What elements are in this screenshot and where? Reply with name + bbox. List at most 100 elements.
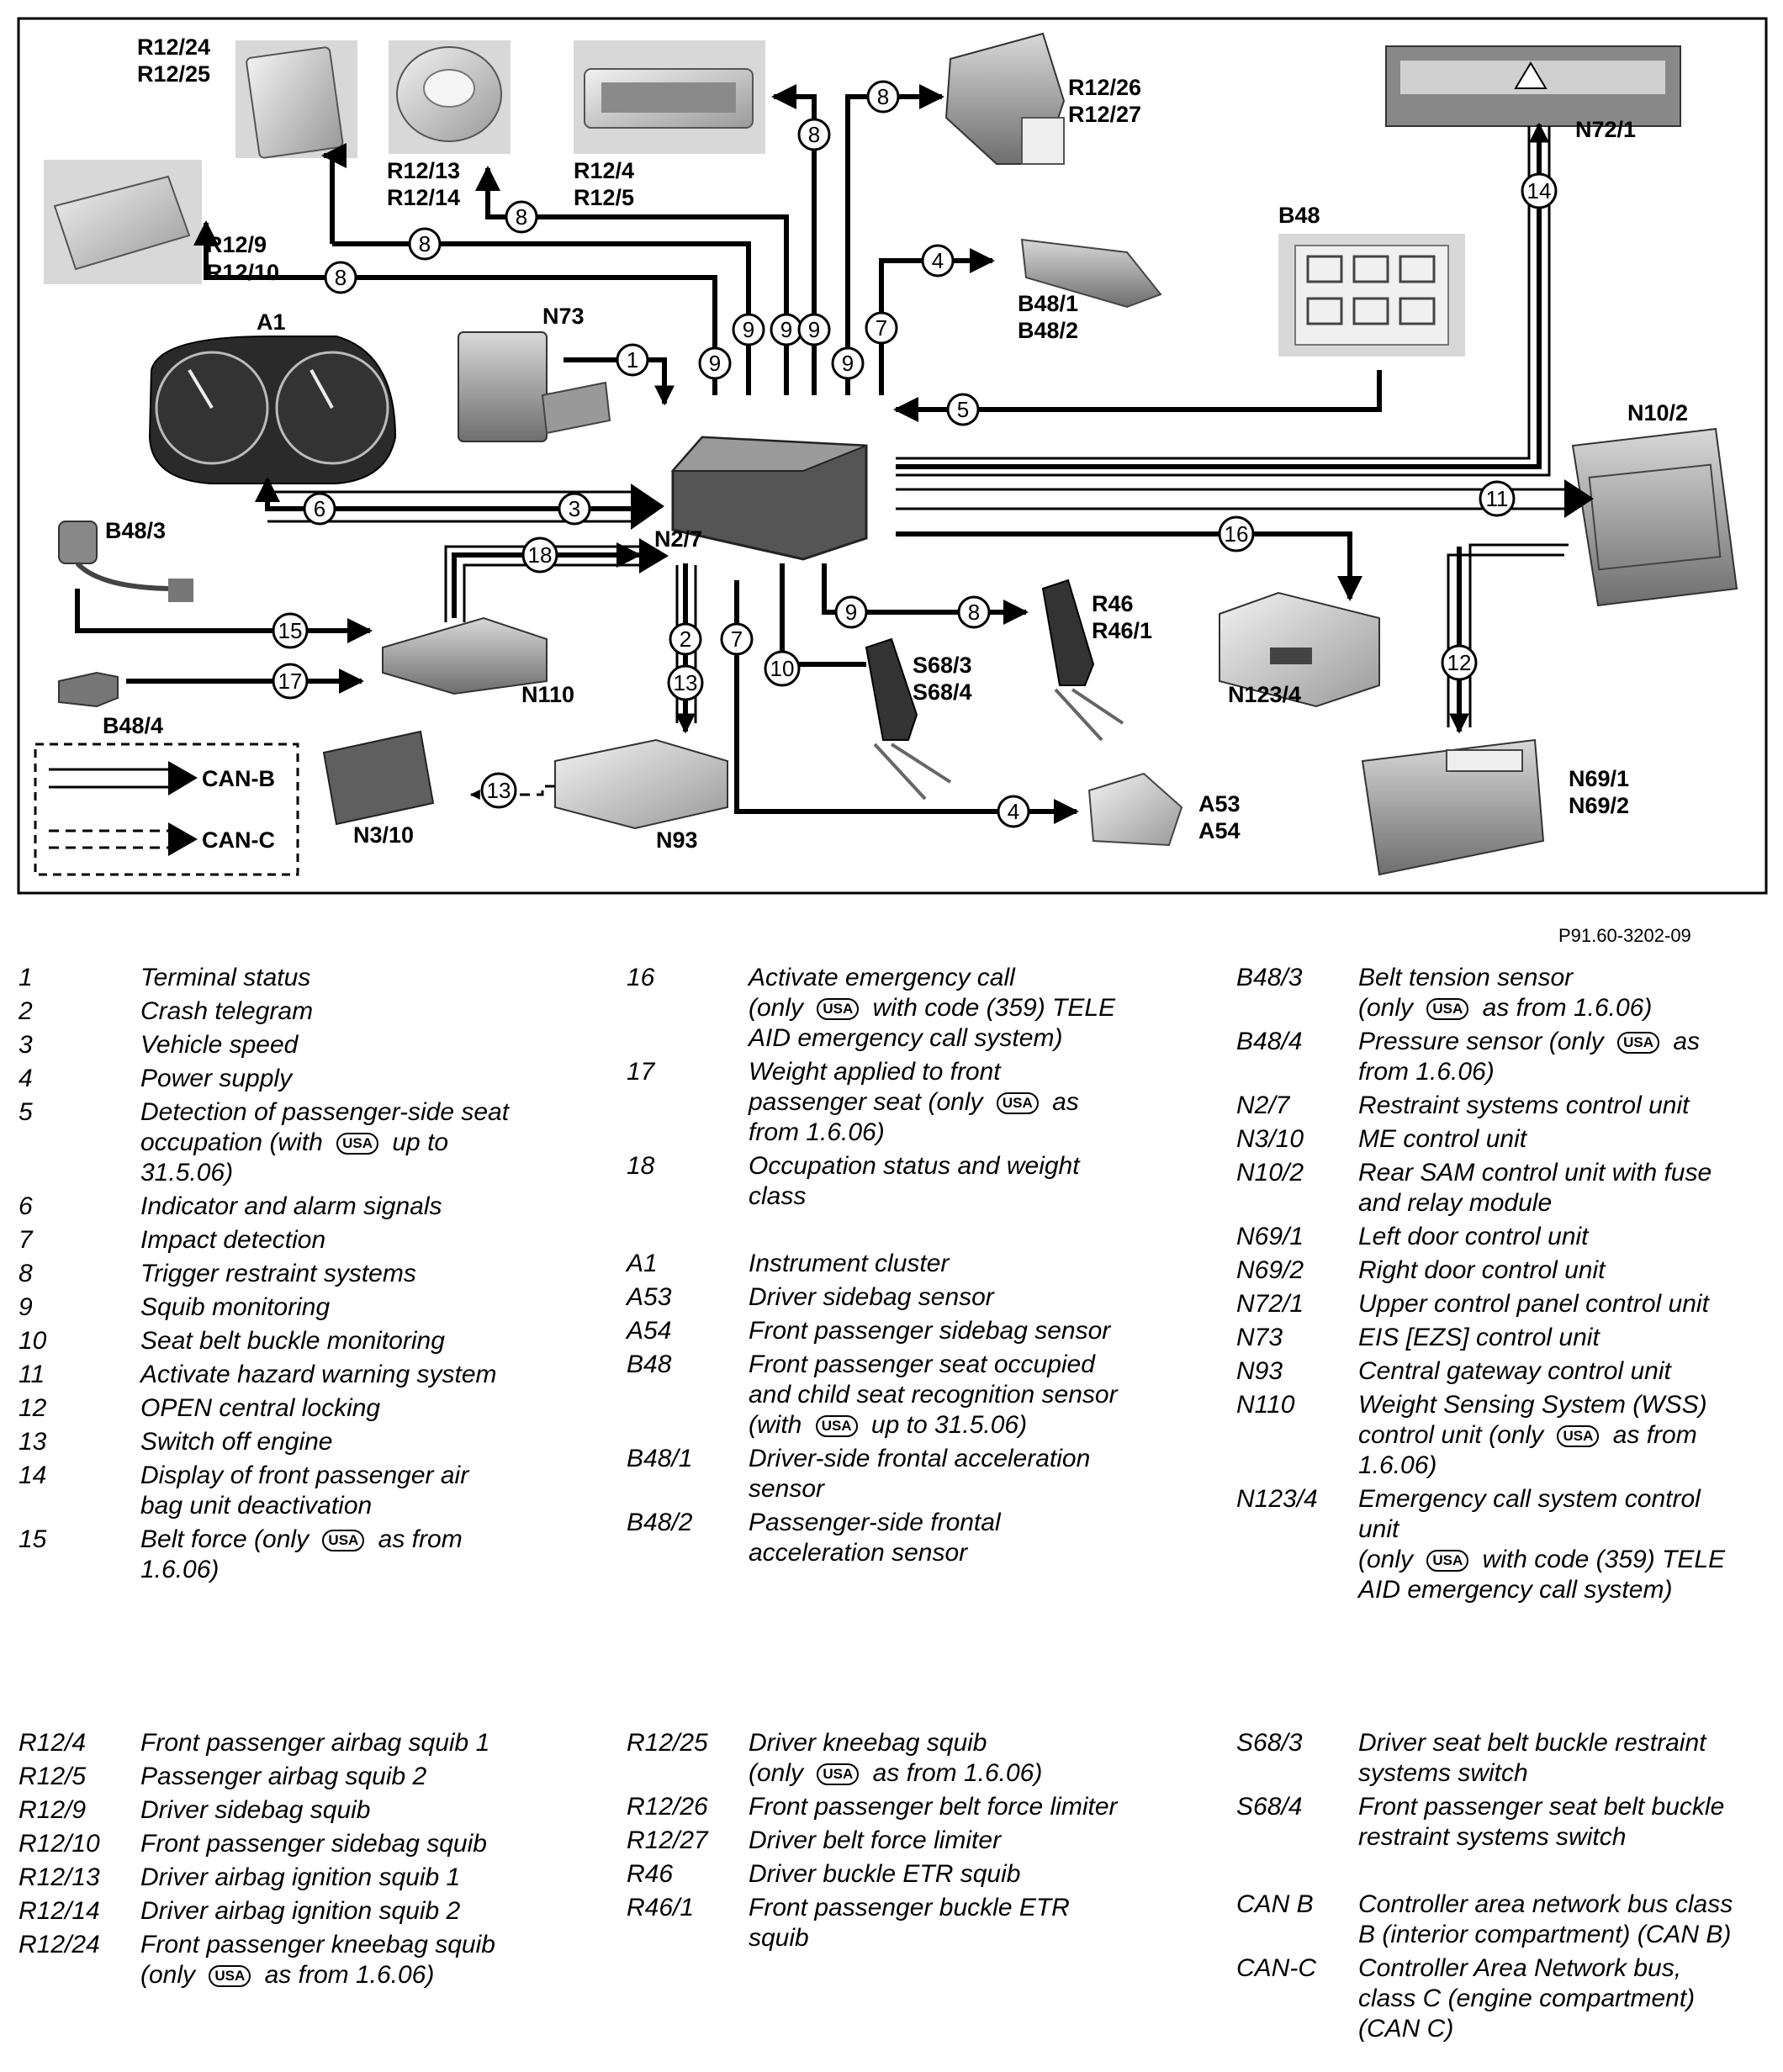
signal-5: 5: [946, 393, 980, 426]
label-n73: N73: [542, 304, 585, 329]
r12-9-10-illustration: [44, 160, 202, 284]
legend-description: OPEN central locking: [140, 1393, 590, 1424]
svg-text:7: 7: [876, 315, 887, 341]
legend-description-line: Indicator and alarm signals: [140, 1192, 442, 1220]
legend-description-line: Power supply: [140, 1065, 293, 1092]
n93-illustration: [554, 738, 728, 830]
legend-description-line: Driver buckle ETR squib: [749, 1860, 1021, 1888]
legend-description-line: Front passenger seat belt buckle: [1358, 1793, 1725, 1821]
svg-text:9: 9: [808, 317, 820, 342]
svg-text:8: 8: [808, 122, 820, 147]
legend-description-line: Weight applied to front: [749, 1058, 1001, 1086]
legend-description: Front passenger airbag squib 1: [140, 1728, 590, 1758]
bus-legend: [34, 743, 299, 876]
legend-code: R12/14: [19, 1897, 100, 1925]
legend-description-line: Driver airbag ignition squib 1: [140, 1863, 461, 1891]
label-a54: A54: [1198, 818, 1241, 843]
legend-code: N123/4: [1236, 1485, 1318, 1513]
legend-description: Crash telegram: [140, 996, 590, 1027]
r12-4-5-illustration: [574, 40, 765, 154]
signal-4-b: 4: [997, 795, 1030, 828]
label-b48-2: B48/2: [1018, 318, 1078, 343]
svg-text:18: 18: [528, 542, 553, 568]
signal-9-d: 9: [797, 313, 831, 346]
legend-description-line: unit: [1358, 1515, 1399, 1543]
label-b48-1: B48/1: [1018, 291, 1078, 316]
signal-14: 14: [1521, 172, 1558, 209]
signal-2: 2: [669, 622, 702, 656]
legend-description: Driver sidebag sensor: [749, 1282, 1198, 1313]
signal-8-c: 8: [505, 200, 538, 234]
r12-26-27-illustration: [944, 32, 1066, 165]
legend-description-line: (only USA with code (359) TELE: [749, 994, 1116, 1022]
svg-text:2: 2: [680, 626, 691, 652]
legend-description: Front passenger sidebag sensor: [749, 1316, 1198, 1346]
legend-description: [1358, 1856, 1783, 1886]
can-b-arrow-18: [639, 538, 669, 574]
n10-2-illustration: [1571, 427, 1738, 607]
legend-description: Driver belt force limiter: [749, 1826, 1198, 1856]
legend-column-squibs: R12/4 Front passenger airbag squib 1 R12/5…: [19, 1728, 590, 1994]
legend-code: N69/2: [1236, 1256, 1304, 1284]
legend-code: R12/26: [627, 1793, 708, 1821]
legend-code: R12/4: [19, 1729, 87, 1757]
legend-description-line: (with USA up to 31.5.06): [749, 1411, 1028, 1439]
legend-description-line: Activate emergency call: [749, 964, 1015, 991]
label-n123-4: N123/4: [1228, 682, 1301, 707]
legend-description-line: occupation (with USA up to: [140, 1128, 449, 1156]
legend-code: R12/5: [19, 1763, 87, 1790]
n73-illustration: [458, 331, 611, 442]
line-18-n110: [452, 542, 642, 618]
legend-description-line: passenger seat (only USA as: [749, 1088, 1079, 1116]
signal-1: 1: [616, 343, 649, 377]
legend-description-line: Central gateway control unit: [1358, 1357, 1671, 1385]
line-7-b48-1: [879, 248, 995, 395]
legend-description-line: Passenger airbag squib 2: [140, 1763, 427, 1790]
legend-description-line: Trigger restraint systems: [140, 1260, 416, 1287]
n3-10-illustration: [322, 730, 435, 826]
line-14-n72: [896, 122, 1549, 469]
label-b48-4: B48/4: [103, 713, 163, 738]
svg-text:8: 8: [968, 600, 980, 625]
legend-description-line: and child seat recognition sensor: [749, 1381, 1118, 1409]
label-n2-7: N2/7: [654, 526, 702, 552]
legend-description-line: Instrument cluster: [749, 1250, 950, 1277]
svg-text:14: 14: [1527, 178, 1552, 204]
usa-badge-icon: USA: [209, 1965, 251, 1988]
svg-text:10: 10: [770, 656, 795, 681]
svg-text:8: 8: [419, 231, 431, 256]
legend-code: 1: [19, 964, 33, 991]
legend-description: ME control unit: [1358, 1124, 1783, 1155]
legend-description-line: Front passenger buckle ETR: [749, 1894, 1070, 1921]
can-b-arrow-3: [631, 484, 664, 530]
legend-description-line: bag unit deactivation: [140, 1492, 373, 1520]
usa-badge-icon: USA: [817, 998, 860, 1021]
reference-code: P91.60-3202-09: [1558, 925, 1691, 946]
legend-description-line: (CAN C): [1358, 2015, 1454, 2043]
signal-10: 10: [764, 650, 801, 687]
label-n69-1: N69/1: [1569, 766, 1629, 791]
usa-badge-icon: USA: [1426, 1550, 1469, 1572]
legend-description-line: Front passenger airbag squib 1: [140, 1729, 490, 1757]
legend-description: Central gateway control unit: [1358, 1356, 1783, 1387]
legend-code: N10/2: [1236, 1159, 1304, 1187]
signal-9-b: 9: [732, 313, 765, 346]
legend-code: B48/1: [627, 1445, 693, 1472]
